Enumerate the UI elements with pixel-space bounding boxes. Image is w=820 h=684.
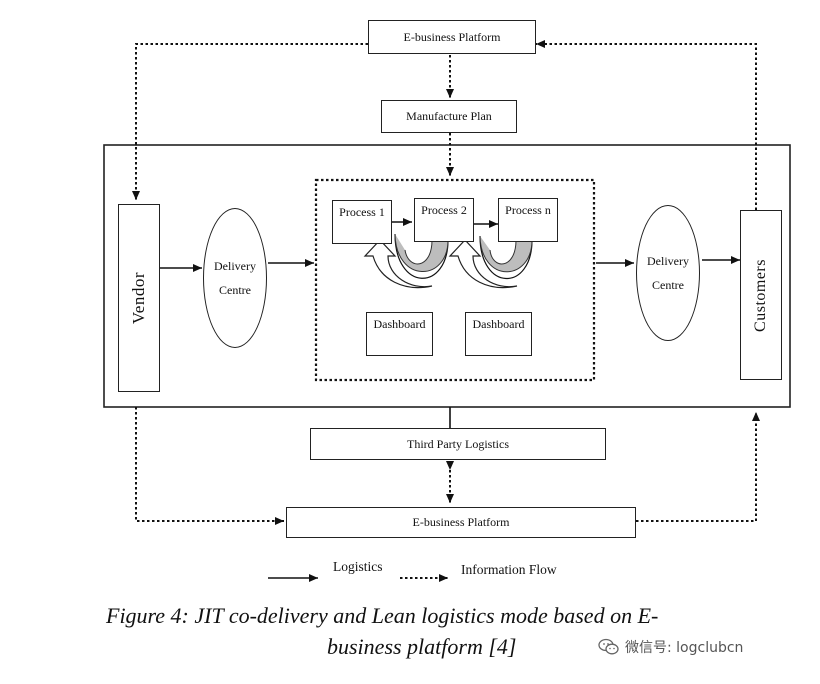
system-boundary: [103, 144, 791, 408]
wechat-watermark: 微信号: logclubcn: [598, 637, 743, 657]
process-1-label: Process 1: [339, 205, 385, 219]
process-region: [314, 178, 596, 382]
process-2-box: Process 2: [414, 198, 474, 242]
top-platform-box: E-business Platform: [368, 20, 536, 54]
info-flow-bottom-platform-to-customers: [636, 412, 760, 522]
watermark-text: 微信号: logclubcn: [625, 640, 744, 656]
process-n-box: Process n: [498, 198, 558, 242]
delivery-left-line1: Delivery: [214, 259, 256, 273]
third-party-logistics-box: Third Party Logistics: [310, 428, 606, 460]
third-party-logistics-label: Third Party Logistics: [407, 436, 509, 451]
delivery-left-line2: Centre: [218, 283, 251, 297]
info-flow-platform-to-vendor: [132, 43, 368, 200]
info-flow-vendor-to-bottom-platform: [135, 407, 284, 525]
legend-information-label: Information Flow: [461, 562, 557, 577]
vendor-label: Vendor: [129, 271, 148, 325]
top-platform-label: E-business Platform: [403, 29, 501, 44]
figure-caption: Figure 4: JIT co-delivery and Lean logis…: [96, 600, 798, 662]
delivery-centre-right: Delivery Centre: [636, 205, 700, 341]
dashboard-1-label: Dashboard: [373, 317, 426, 331]
feedback-arrow-2: [448, 235, 533, 288]
manufacture-plan-box: Manufacture Plan: [381, 100, 517, 133]
delivery-right-line2: Centre: [651, 278, 684, 292]
bottom-platform-box: E-business Platform: [286, 507, 636, 538]
manufacture-plan-label: Manufacture Plan: [406, 109, 492, 123]
vendor-box: Vendor: [118, 204, 160, 392]
dashboard-1-box: Dashboard: [366, 312, 433, 356]
process-n-label: Process n: [505, 203, 551, 217]
caption-line-2: business platform [4]: [327, 634, 517, 659]
customers-label: Customers: [752, 258, 769, 332]
dashboard-2-box: Dashboard: [465, 312, 532, 356]
bottom-platform-label: E-business Platform: [412, 515, 510, 529]
delivery-right-line1: Delivery: [647, 254, 689, 268]
customers-box: Customers: [740, 210, 782, 380]
dashboard-2-label: Dashboard: [472, 317, 525, 331]
delivery-centre-left: Delivery Centre: [203, 208, 267, 348]
wechat-icon: [598, 638, 619, 655]
feedback-arrow-1: [363, 233, 449, 288]
caption-line-1: Figure 4: JIT co-delivery and Lean logis…: [106, 603, 659, 628]
info-flow-customers-to-platform: [536, 40, 757, 210]
legend-logistics-label: Logistics: [333, 559, 383, 574]
process-1-box: Process 1: [332, 200, 392, 244]
process-2-label: Process 2: [421, 203, 467, 217]
